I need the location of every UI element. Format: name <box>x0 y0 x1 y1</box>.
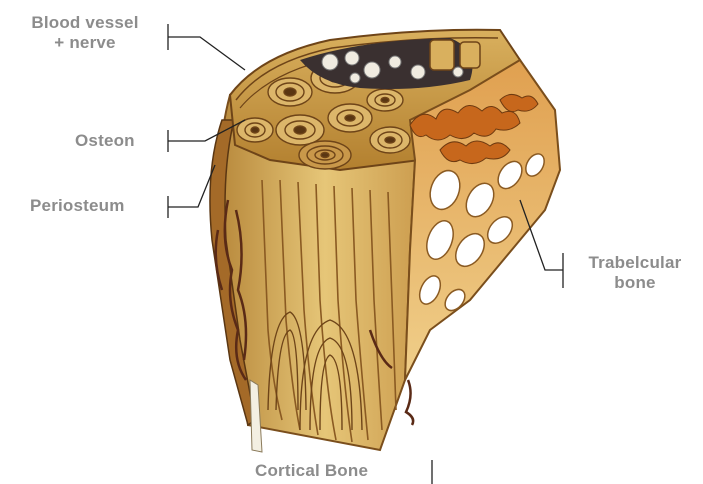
label-osteon: Osteon <box>75 131 135 151</box>
leader-periosteum <box>168 165 215 218</box>
label-blood-vessel-nerve: Blood vessel + nerve <box>10 13 160 53</box>
label-cortical-bone: Cortical Bone <box>255 461 368 481</box>
leader-blood-vessel <box>168 24 245 70</box>
label-trabecular-bone: Trabelcular bone <box>580 253 690 293</box>
label-periosteum: Periosteum <box>30 196 125 216</box>
